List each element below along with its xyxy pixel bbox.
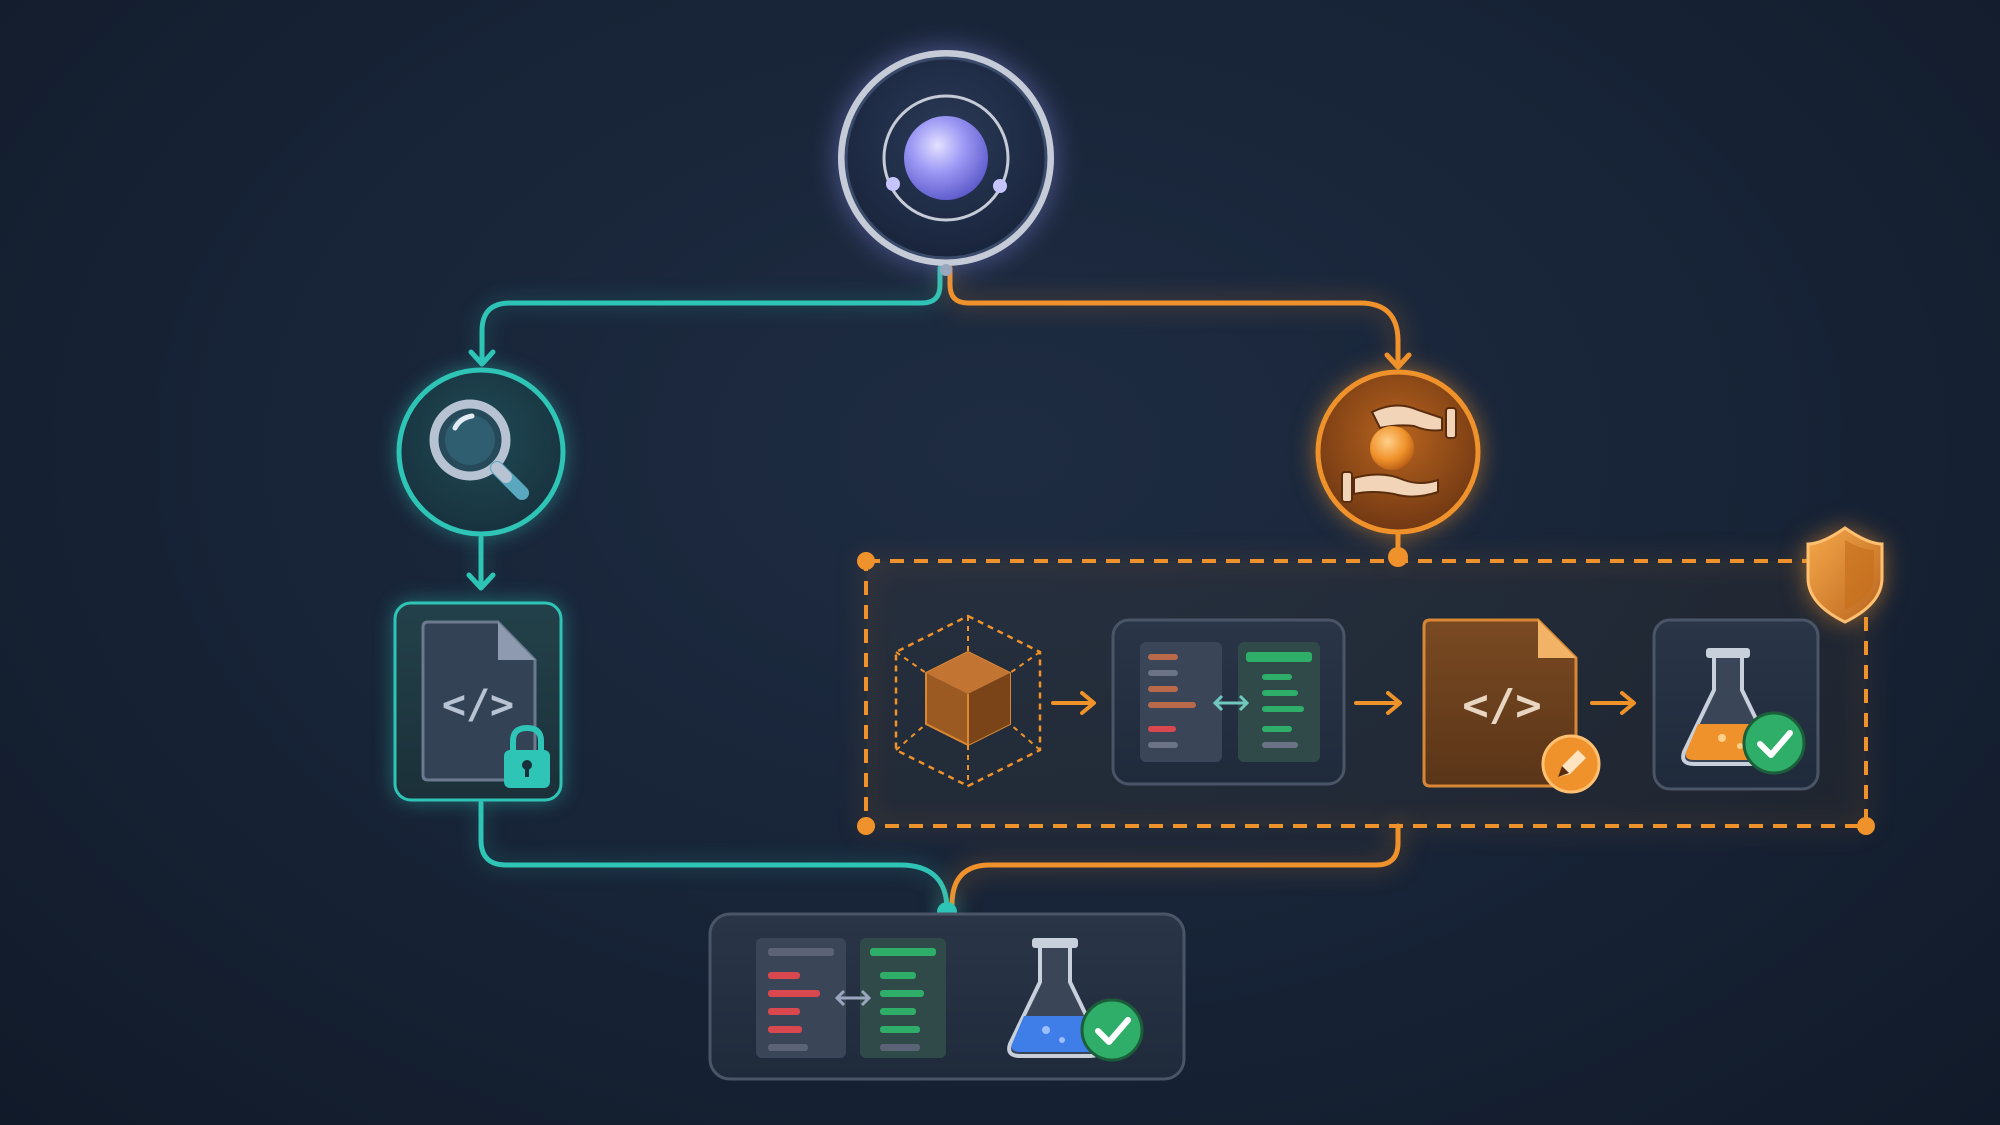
group-corner-dot [1857,817,1875,835]
hub-node[interactable] [838,50,1054,266]
flask-check-icon [1681,648,1806,775]
magnifier-icon [429,399,529,500]
edit-code-file-node[interactable]: </> [1422,618,1601,794]
guarded-pipeline-group [857,526,1884,835]
dashed-cube-icon [894,614,1042,788]
code-file-edit-icon: </> [1422,618,1601,794]
padlock-icon [504,724,550,788]
connectors [478,265,1634,913]
arrowhead-edit [1386,691,1402,715]
arrowhead-locked-file [466,572,496,591]
locked-code-file-icon: </> [421,620,550,788]
code-brackets-glyph: </> [1462,680,1541,731]
shield-icon [1806,526,1884,624]
code-brackets-glyph: </> [442,682,514,728]
edge-hub-to-search [479,265,943,363]
locked-code-file-node[interactable]: </> [393,601,563,802]
arrowhead-diff [1080,691,1096,715]
orbit-sphere-icon [882,94,1010,222]
edge-pipeline-to-merge [949,823,1401,908]
search-node[interactable] [396,367,566,537]
edge-locked-file-to-merge [478,800,950,913]
arrowheads [466,349,1636,715]
arrowhead-handoff [1384,352,1412,370]
handoff-node[interactable] [1315,369,1481,535]
hands-holding-ball-icon [1341,404,1457,503]
arrowhead-search [468,349,496,367]
group-corner-dot [857,817,875,835]
arrowhead-test [1620,691,1636,715]
group-anchor-dot [1388,547,1408,567]
test-pass-node[interactable] [1652,618,1820,791]
group-corner-dot [857,552,875,570]
sandbox-node[interactable] [894,614,1042,788]
pencil-badge-icon [1541,734,1601,794]
side-by-side-diff-icon [756,938,946,1058]
merge-result-node[interactable] [708,912,1186,1081]
hub-connector-dot [940,264,952,276]
flask-check-icon [1007,938,1144,1062]
edge-hub-to-handoff [947,265,1401,365]
diff-node[interactable] [1111,618,1346,786]
side-by-side-diff-icon [1140,642,1320,762]
